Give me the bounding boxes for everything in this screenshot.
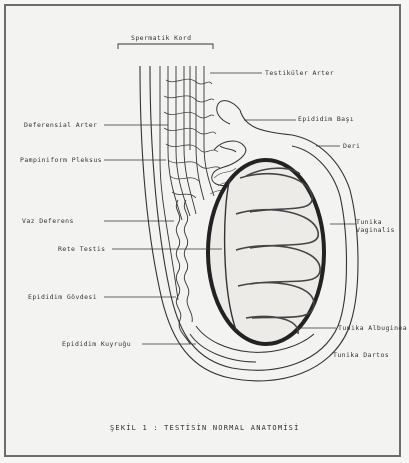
label-testicular-artery: Testiküler Arter bbox=[265, 70, 334, 77]
label-epididymis-body: Epididim Gövdesi bbox=[28, 294, 97, 301]
figure-caption: ŞEKİL 1 : TESTİSİN NORMAL ANATOMİSİ bbox=[110, 424, 300, 432]
label-vas-deferens: Vaz Deferens bbox=[22, 218, 74, 225]
label-rete-testis: Rete Testis bbox=[58, 246, 105, 253]
label-pampiniform-plexus: Pampiniform Pleksus bbox=[20, 157, 102, 164]
label-skin: Deri bbox=[343, 143, 360, 150]
label-tunica-albuginea: Tunika Albuginea bbox=[338, 325, 407, 332]
label-spermatic-cord: Spermatik Kord bbox=[131, 35, 191, 42]
pampiniform-plexus bbox=[164, 79, 220, 198]
label-deferential-artery: Deferensial Arter bbox=[24, 122, 97, 129]
label-scrotal-tunic: Tunika Dartos bbox=[333, 352, 389, 359]
spermatic-cord-bracket bbox=[118, 44, 213, 49]
label-epididymis-head: Epididim Başı bbox=[298, 116, 354, 123]
label-epididymis-tail: Epididim Kuyruğu bbox=[62, 341, 131, 348]
label-tunica-vaginalis: Tunika Vaginalis bbox=[356, 218, 394, 235]
